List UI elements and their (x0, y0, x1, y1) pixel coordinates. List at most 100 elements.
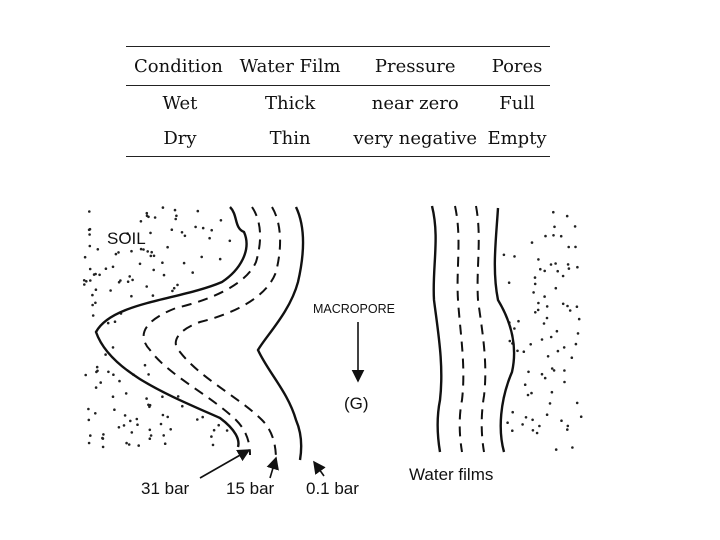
soil-dot (567, 245, 570, 249)
water-film-right-dashed-2 (475, 205, 487, 453)
soil-dot (183, 234, 187, 238)
soil-dot (513, 255, 516, 258)
soil-dot (576, 332, 580, 335)
soil-dot (137, 444, 140, 447)
soil-dot (88, 244, 92, 248)
soil-dot (89, 434, 92, 437)
soil-dot (94, 386, 98, 389)
soil-dot (210, 435, 213, 438)
soil-boundary-left (94, 206, 248, 448)
soil-dot (85, 280, 88, 283)
cell-pressure: near zero (371, 93, 459, 114)
soil-dot (560, 419, 563, 423)
pressure-label-0-1-bar: 0.1 bar (306, 479, 359, 498)
soil-dot (543, 269, 546, 273)
soil-dot (550, 390, 554, 394)
cell-pores: Empty (487, 128, 547, 149)
soil-dot (145, 211, 149, 215)
header-pressure: Pressure (374, 55, 456, 77)
soil-dot (147, 373, 150, 376)
soil-water-table: Condition Water Film Pressure Pores Wet … (126, 46, 550, 157)
soil-particles-left (82, 206, 232, 449)
soil-dot (218, 257, 222, 261)
soil-dot (127, 443, 131, 446)
soil-dot (211, 443, 215, 447)
soil-dot (566, 263, 570, 266)
soil-dot (542, 322, 546, 325)
soil-dot (87, 228, 91, 232)
soil-dot (161, 206, 165, 209)
soil-dot (526, 393, 530, 397)
soil-dot (145, 397, 148, 400)
soil-dot (88, 233, 91, 236)
soil-dot (549, 263, 553, 266)
soil-dot (577, 317, 581, 321)
soil-dot (117, 251, 120, 254)
soil-dot (208, 236, 211, 240)
soil-dot (96, 369, 99, 373)
soil-dot (130, 431, 134, 434)
soil-dot (535, 431, 539, 435)
soil-dot (161, 395, 164, 399)
soil-dot (502, 253, 506, 257)
soil-dot (162, 434, 165, 437)
soil-dot (119, 279, 122, 282)
soil-dot (537, 258, 540, 261)
soil-dot (83, 255, 87, 259)
soil-dot (94, 412, 97, 415)
soil-dot (170, 228, 174, 231)
soil-dot (536, 308, 540, 312)
soil-dot (181, 404, 184, 408)
soil-dot (228, 239, 232, 243)
soil-dot (575, 401, 579, 405)
soil-dot (163, 442, 167, 446)
soil-dot (522, 350, 526, 354)
soil-dot (570, 356, 574, 360)
soil-dot (196, 209, 200, 213)
soil-dot (146, 250, 149, 253)
soil-dot (153, 216, 157, 219)
soil-dot (148, 437, 152, 441)
soil-dot (148, 428, 152, 432)
table-header-row: Condition Water Film Pressure Pores (126, 46, 550, 86)
soil-dot (161, 261, 164, 265)
soil-dot (169, 428, 172, 431)
soil-dot (574, 245, 577, 249)
water-film-31-bar (142, 206, 262, 456)
soil-dot (196, 418, 199, 421)
soil-dot (162, 273, 166, 277)
soil-dot (92, 273, 96, 276)
soil-dot (543, 376, 547, 380)
soil-dot (530, 241, 534, 244)
soil-dot (112, 373, 115, 377)
table-row-wet: Wet Thick near zero Full (126, 86, 550, 122)
soil-dot (566, 428, 569, 431)
soil-dot (176, 395, 180, 398)
soil-dot (150, 250, 153, 254)
soil-dot (225, 429, 229, 432)
soil-dot (552, 234, 555, 237)
soil-dot (174, 217, 177, 221)
soil-dot (114, 252, 118, 256)
soil-dot (533, 282, 537, 286)
soil-dot (553, 225, 556, 229)
cell-condition: Wet (162, 93, 198, 114)
soil-dot (565, 214, 569, 218)
soil-dot (521, 423, 524, 426)
water-films-label: Water films (409, 465, 493, 484)
soil-dot (94, 301, 97, 305)
soil-dot (159, 422, 163, 426)
soil-dot (152, 254, 156, 258)
soil-dot (571, 446, 574, 449)
header-water-film: Water Film (239, 55, 341, 77)
soil-dot (554, 262, 557, 265)
soil-dot (566, 424, 570, 428)
soil-dot (523, 383, 527, 387)
soil-dot (507, 281, 511, 285)
soil-dot (561, 302, 565, 306)
soil-dot (111, 346, 115, 349)
pressure-label-15-bar: 15 bar (226, 479, 275, 498)
soil-dot (513, 327, 516, 330)
soil-dot (126, 280, 130, 284)
soil-dot (91, 314, 95, 317)
